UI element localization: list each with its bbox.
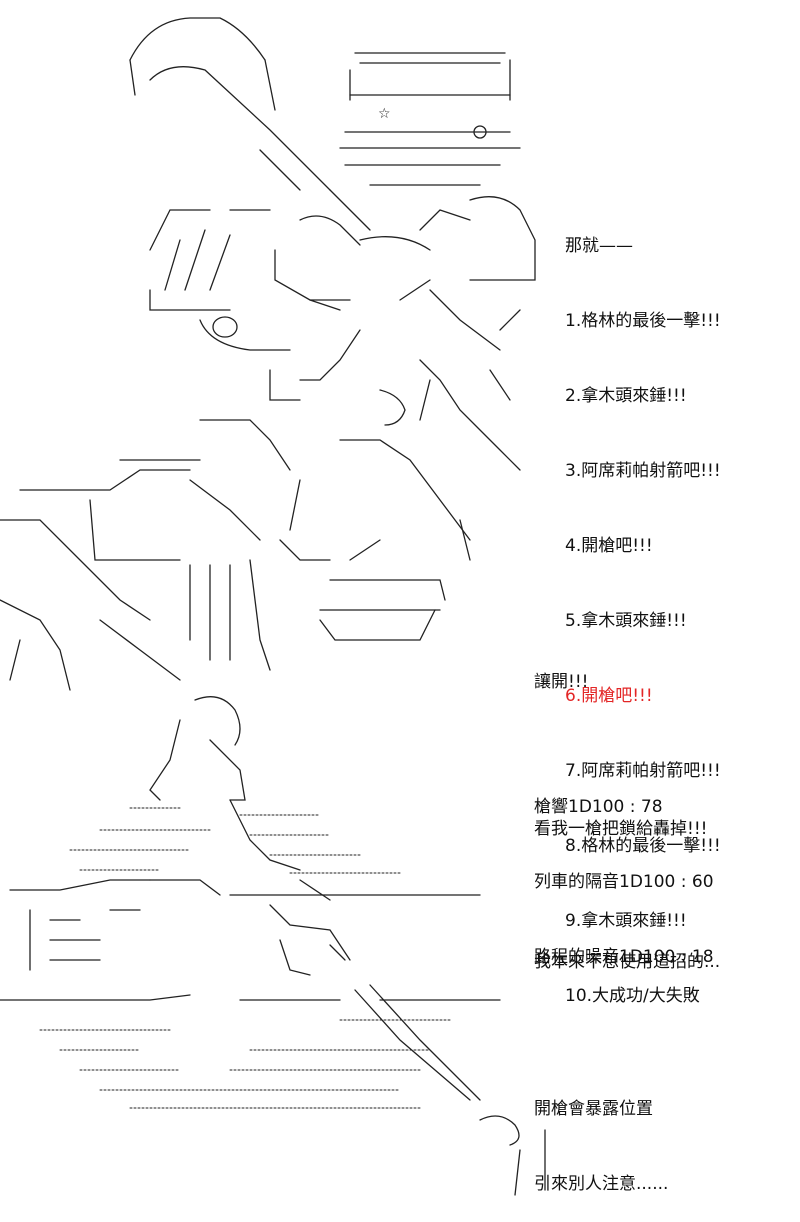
- rolls-panel: 槍響1D100 : 78 列車的隔音1D100 : 60 路程的噪音1D100 …: [534, 745, 714, 995]
- option-item-8: 8.格林的最後一擊!!!: [565, 836, 721, 856]
- monologue-line-3: 引來別人注意......: [534, 1174, 669, 1194]
- roll-gunshot: 槍響1D100 : 78: [534, 797, 663, 817]
- staff-art: [129, 17, 371, 231]
- option-item-5: 5.拿木頭來錘!!!: [565, 611, 687, 631]
- option-item-6-highlighted: 6.開槍吧!!!: [565, 686, 653, 706]
- options-panel: 那就—— 1.格林的最後一擊!!! 2.拿木頭來錘!!! 3.阿席莉帕射箭吧!!…: [565, 184, 721, 1034]
- shout-line-1: 讓開!!!: [534, 672, 589, 692]
- hat-art: ☆: [339, 52, 521, 186]
- monologue-line-2: 開槍會暴露位置: [534, 1099, 653, 1119]
- option-item-4: 4.開槍吧!!!: [565, 536, 653, 556]
- speed-lines-art: [39, 807, 451, 1109]
- roll-route-noise: 路程的噪音1D100 : 18: [534, 947, 714, 967]
- shout-panel: 讓開!!! 看我一槍把鎖給轟掉!!!: [534, 620, 707, 867]
- options-header: 那就——: [565, 236, 633, 256]
- option-item-7: 7.阿席莉帕射箭吧!!!: [565, 761, 721, 781]
- option-item-3: 3.阿席莉帕射箭吧!!!: [565, 461, 721, 481]
- roll-train-soundproof: 列車的隔音1D100 : 60: [534, 872, 714, 892]
- rider-art: [0, 696, 546, 1196]
- option-item-2: 2.拿木頭來錘!!!: [565, 386, 687, 406]
- option-item-10: 10.大成功/大失敗: [565, 986, 700, 1006]
- monologue-line-1: 我本來不想使用這招的...: [534, 952, 721, 972]
- option-item-1: 1.格林的最後一擊!!!: [565, 311, 721, 331]
- monologue-panel: 我本來不想使用這招的... 開槍會暴露位置 引來別人注意......: [534, 900, 720, 1222]
- svg-text:☆: ☆: [378, 106, 391, 122]
- shout-line-2: 看我一槍把鎖給轟掉!!!: [534, 819, 708, 839]
- body-art: [0, 196, 536, 691]
- option-item-9: 9.拿木頭來錘!!!: [565, 911, 687, 931]
